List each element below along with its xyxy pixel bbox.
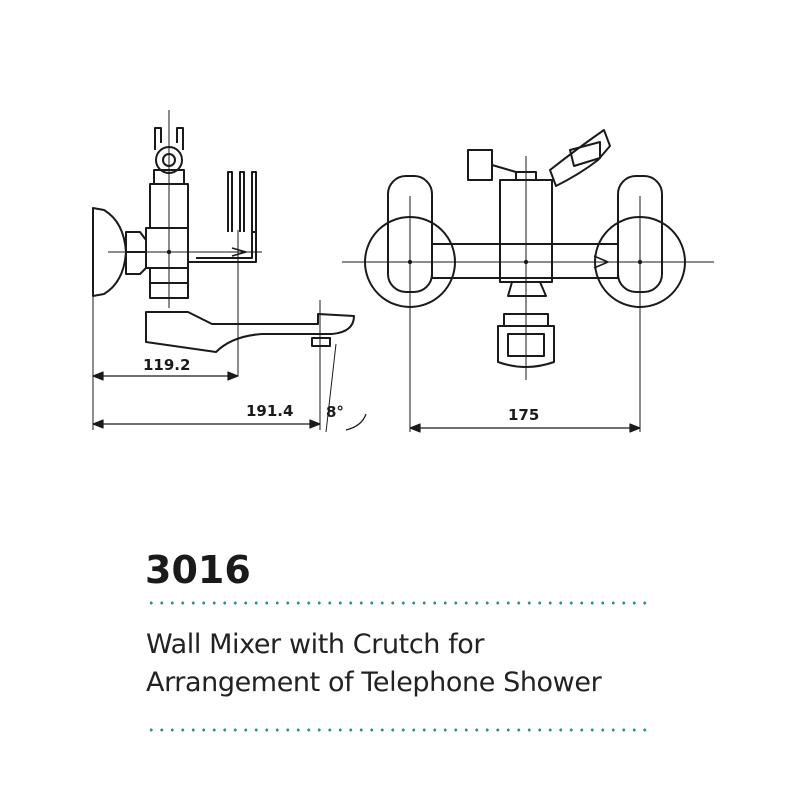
divider-bottom bbox=[146, 728, 654, 732]
description-line-1: Wall Mixer with Crutch for bbox=[146, 629, 485, 660]
front-view bbox=[342, 129, 714, 433]
product-description: Wall Mixer with Crutch for Arrangement o… bbox=[146, 626, 602, 702]
dim-spout-angle: 8° bbox=[326, 403, 344, 421]
divider-top bbox=[146, 601, 654, 605]
description-line-2: Arrangement of Telephone Shower bbox=[146, 667, 602, 698]
dim-projection-large: 191.4 bbox=[246, 402, 293, 420]
dim-width: 175 bbox=[508, 406, 539, 424]
side-view bbox=[92, 110, 367, 433]
model-number: 3016 bbox=[145, 548, 251, 592]
technical-drawing: 119.2 191.4 8° 175 bbox=[92, 110, 714, 433]
dim-projection-small: 119.2 bbox=[143, 356, 190, 374]
